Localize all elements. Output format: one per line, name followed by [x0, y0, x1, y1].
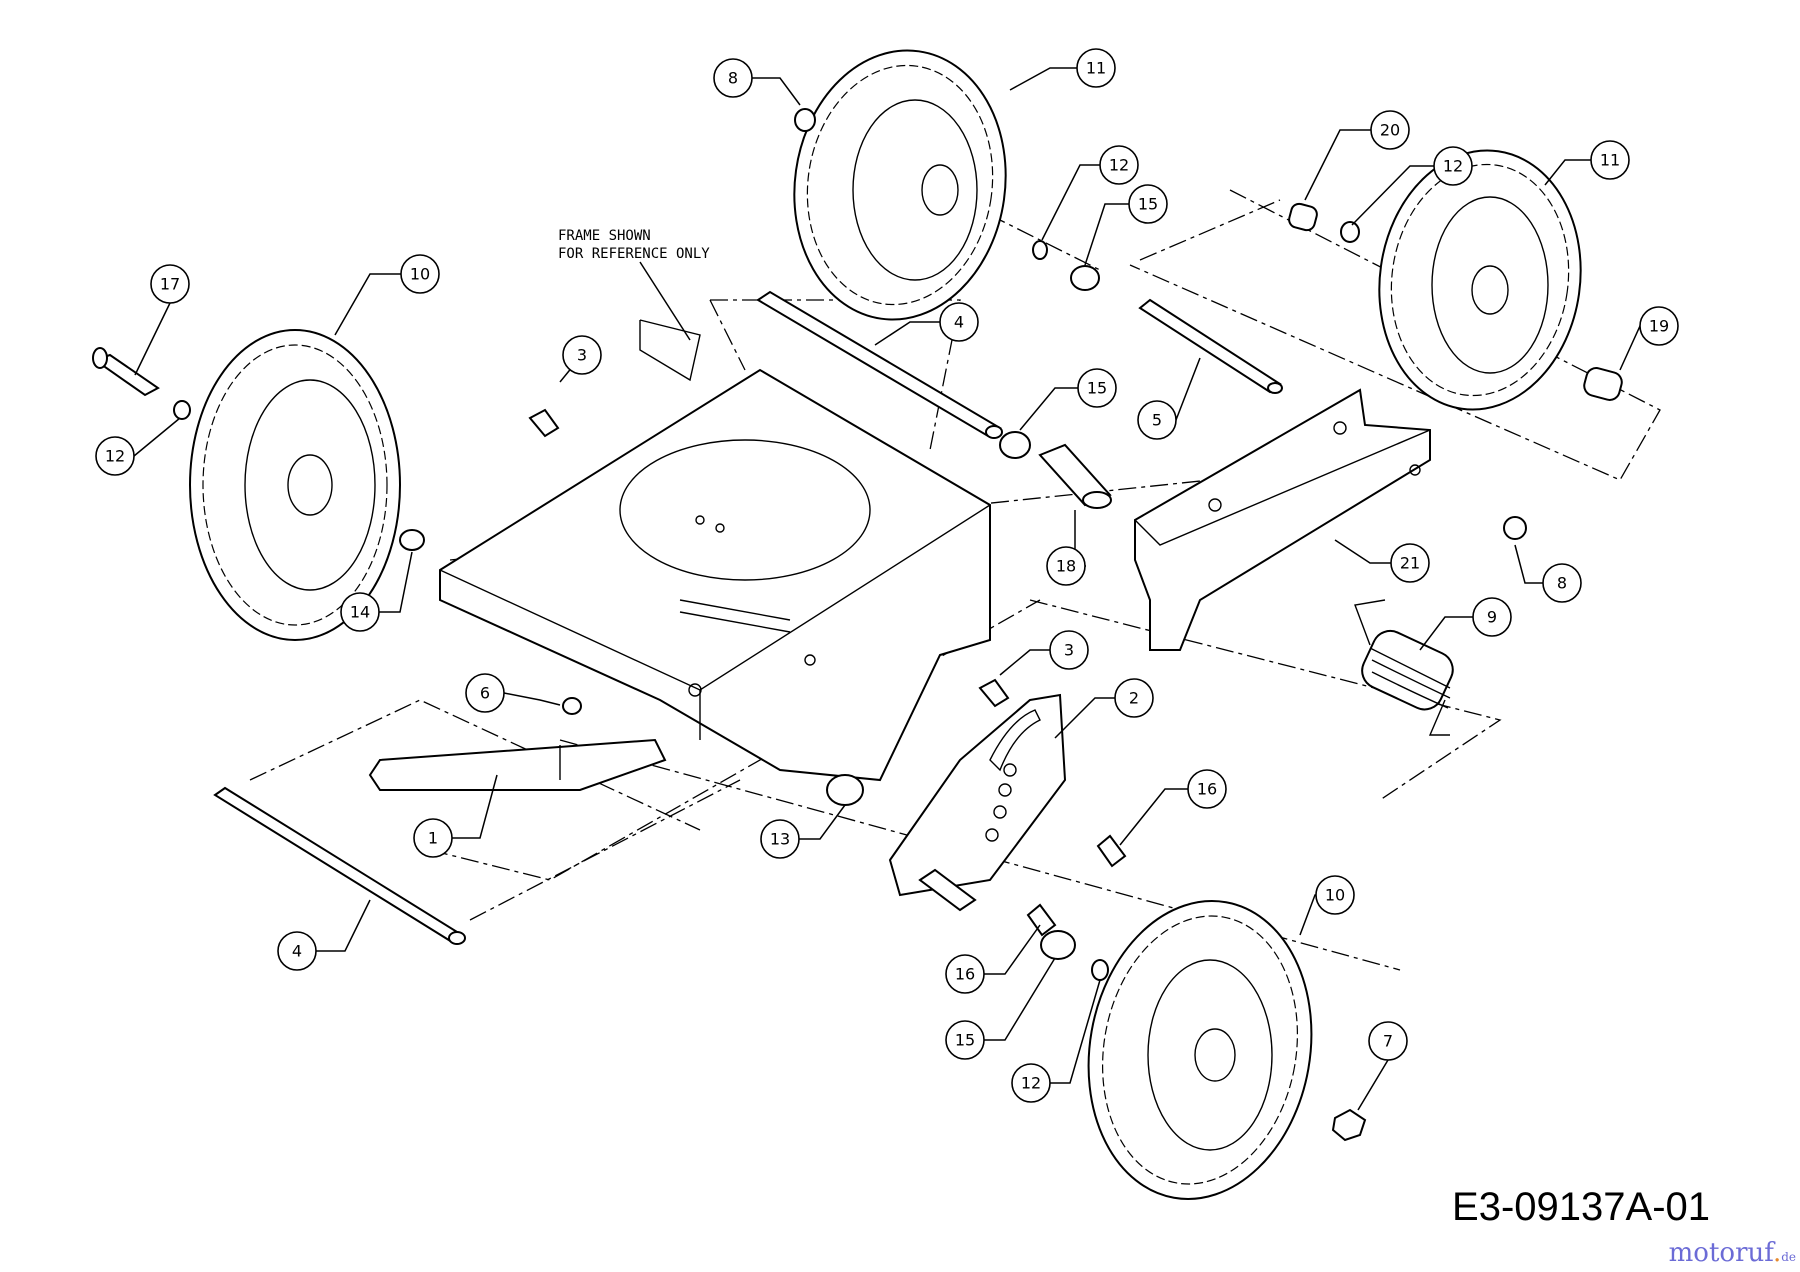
svg-text:15: 15: [1087, 379, 1107, 398]
note-line-1: FRAME SHOWN: [558, 228, 651, 244]
svg-text:19: 19: [1649, 317, 1669, 336]
svg-text:12: 12: [105, 447, 125, 466]
callout-5: 5: [1137, 357, 1201, 440]
callout-16-right: 16: [1119, 769, 1227, 846]
callout-19: 19: [1619, 306, 1679, 371]
callout-16-bottom: 16: [945, 924, 1041, 994]
callouts: 1 2 3 3 4 4 5 6 7 8 8 9 10 10 11 11 12 1…: [95, 48, 1679, 1111]
note-line-2: FOR REFERENCE ONLY: [558, 246, 710, 262]
callout-10-left: 10: [334, 254, 440, 336]
reference-note: FRAME SHOWN FOR REFERENCE ONLY: [558, 228, 710, 341]
small-hardware: [92, 108, 1623, 1142]
svg-text:3: 3: [1064, 641, 1074, 660]
svg-text:17: 17: [160, 275, 180, 294]
callout-8-right: 8: [1514, 544, 1582, 603]
callout-1: 1: [413, 774, 498, 858]
callout-6: 6: [465, 673, 561, 713]
axle-tube-bottom: [213, 786, 466, 945]
svg-text:4: 4: [954, 313, 964, 332]
svg-text:11: 11: [1086, 59, 1106, 78]
callout-11-right: 11: [1544, 140, 1630, 186]
svg-text:8: 8: [1557, 574, 1567, 593]
svg-text:6: 6: [480, 684, 490, 703]
svg-text:12: 12: [1021, 1074, 1041, 1093]
svg-text:10: 10: [410, 265, 430, 284]
callout-12-top: 12: [1041, 145, 1139, 241]
svg-text:2: 2: [1129, 689, 1139, 708]
svg-text:15: 15: [1138, 195, 1158, 214]
callout-9: 9: [1419, 597, 1512, 651]
svg-text:1: 1: [428, 829, 438, 848]
rod-5: [1138, 298, 1283, 394]
svg-text:20: 20: [1380, 121, 1400, 140]
callout-4-bottom: 4: [277, 899, 371, 971]
svg-text:18: 18: [1056, 557, 1076, 576]
height-plate-2: [888, 693, 1067, 912]
axle-tube-top: [756, 290, 1003, 439]
callout-18: 18: [1046, 510, 1086, 586]
svg-text:15: 15: [955, 1031, 975, 1050]
svg-text:4: 4: [292, 942, 302, 961]
svg-text:8: 8: [728, 69, 738, 88]
svg-text:7: 7: [1383, 1032, 1393, 1051]
callout-15-top: 15: [1084, 184, 1168, 266]
wheel-10-bottom: [1087, 900, 1313, 1200]
svg-text:12: 12: [1443, 157, 1463, 176]
wheel-10-left: [189, 329, 401, 641]
spring-9: [1354, 599, 1454, 736]
svg-text:21: 21: [1400, 554, 1420, 573]
callout-7: 7: [1357, 1021, 1408, 1111]
callout-20: 20: [1304, 110, 1410, 201]
svg-text:13: 13: [770, 830, 790, 849]
svg-text:14: 14: [350, 603, 370, 622]
callout-12-left: 12: [95, 417, 181, 476]
callout-15-bottom: 15: [945, 957, 1056, 1060]
svg-text:5: 5: [1152, 411, 1162, 430]
callout-15-mid: 15: [1019, 368, 1117, 431]
lever-1: [368, 738, 667, 791]
callout-8-top: 8: [713, 58, 801, 106]
svg-text:12: 12: [1109, 156, 1129, 175]
callout-2: 2: [1054, 678, 1154, 739]
drawing-number: E3-09137A-01: [1452, 1185, 1710, 1229]
callout-17: 17: [134, 264, 190, 376]
callout-12-right: 12: [1351, 146, 1473, 226]
wheel-11-top: [793, 49, 1007, 321]
callout-3-top: 3: [559, 335, 602, 383]
watermark-logo: motoruf.de: [1669, 1238, 1796, 1268]
wheel-11-right: [1378, 149, 1582, 411]
callout-3-mid: 3: [999, 630, 1089, 676]
svg-text:3: 3: [577, 346, 587, 365]
callout-13: 13: [760, 804, 846, 859]
watermark-name: motoruf: [1668, 1238, 1773, 1268]
watermark-dot: .: [1772, 1238, 1782, 1268]
callout-10-bottom: 10: [1299, 875, 1355, 936]
bracket-21: [1134, 388, 1431, 651]
svg-text:10: 10: [1325, 886, 1345, 905]
callout-14: 14: [340, 551, 413, 632]
svg-text:16: 16: [955, 965, 975, 984]
svg-text:16: 16: [1197, 780, 1217, 799]
callout-12-bottom: 12: [1011, 979, 1101, 1103]
spacer-18: [1038, 443, 1112, 509]
svg-text:9: 9: [1487, 608, 1497, 627]
callout-11-top: 11: [1009, 48, 1116, 91]
watermark-tld: de: [1781, 1250, 1796, 1264]
svg-text:11: 11: [1600, 151, 1620, 170]
callout-21: 21: [1334, 539, 1430, 583]
mower-frame: [439, 319, 991, 782]
callout-4-top: 4: [874, 302, 979, 346]
